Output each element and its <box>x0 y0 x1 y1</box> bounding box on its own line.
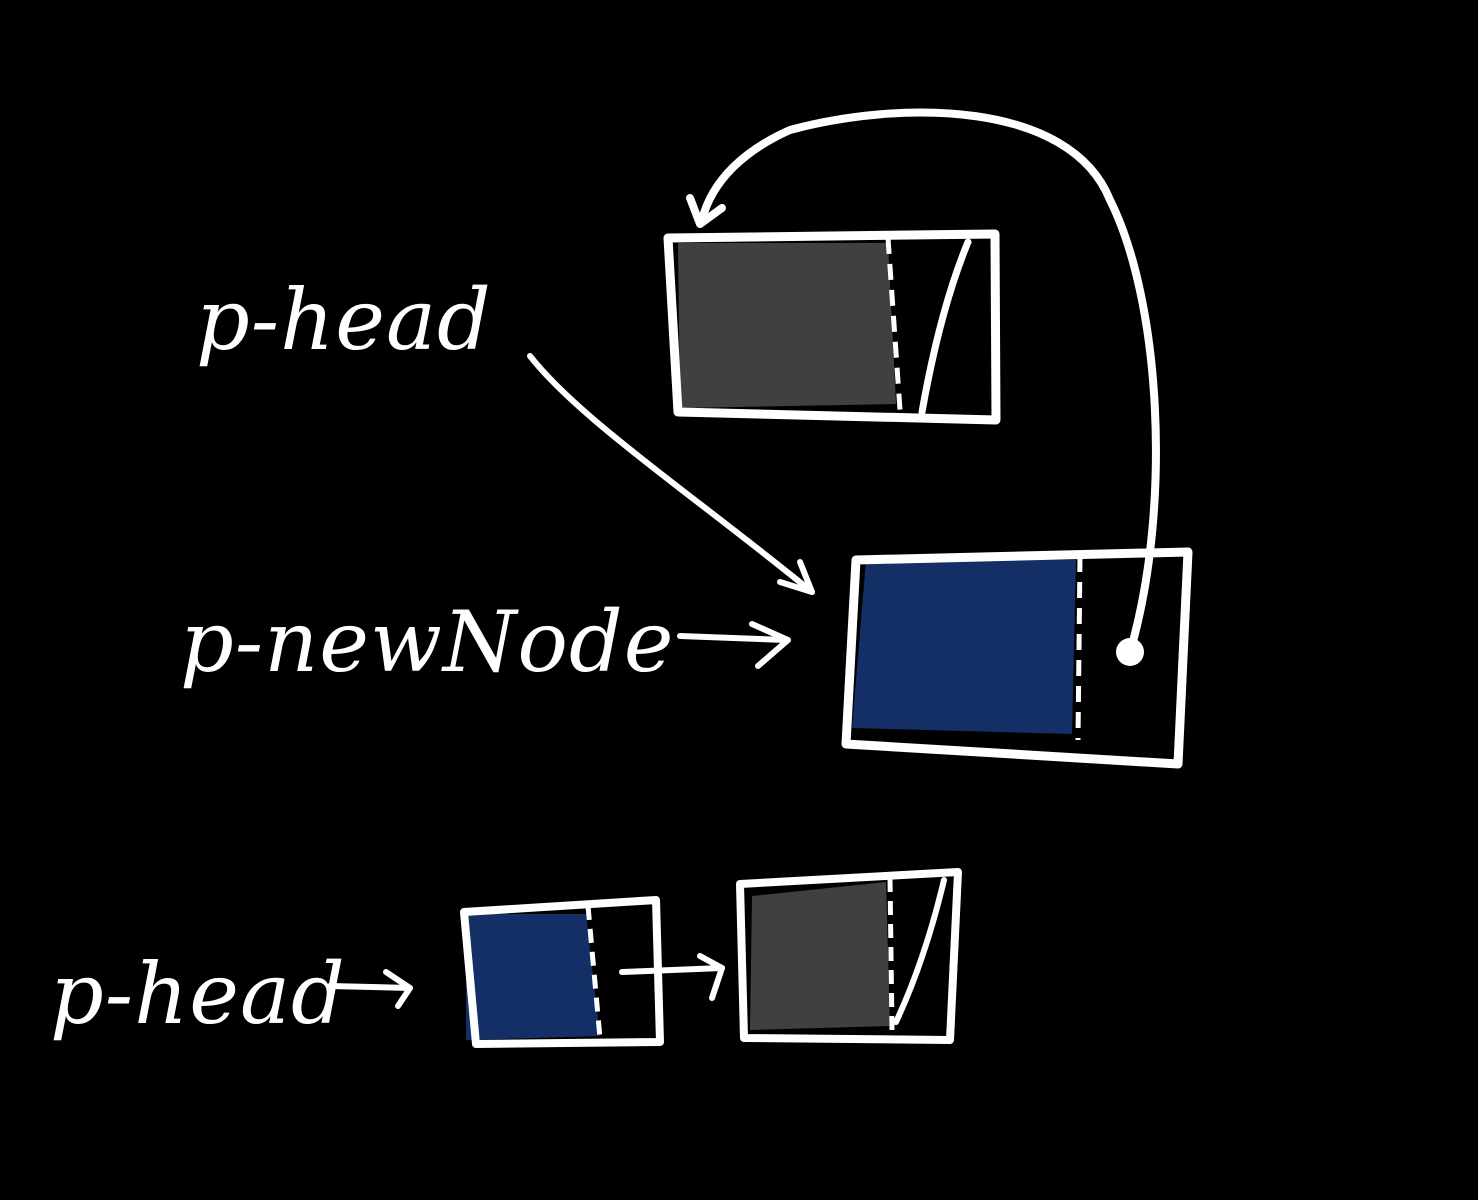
new-node-next-pointer-dot <box>1116 638 1144 666</box>
new-node-pointer-line <box>677 633 789 643</box>
head-pointer-label-bottom: p-head <box>50 945 346 1043</box>
head-to-new-node-arrow <box>527 353 815 595</box>
new-node-pointer-arrow <box>677 621 791 669</box>
old-head-node-null-slash <box>918 238 972 416</box>
new-node-pointer-arrowhead <box>749 621 791 669</box>
old-head-node-data-fill <box>678 243 896 408</box>
next-pointer-arrowhead <box>686 194 726 228</box>
old-head-node <box>663 229 1001 425</box>
old-head-node-divider <box>885 237 903 411</box>
list-node-2-null-slash <box>893 877 947 1025</box>
head-to-new-node-arrowhead <box>777 559 815 595</box>
old-head-node-border <box>663 229 1001 425</box>
list-node-1-border <box>460 896 664 1048</box>
list-node-2-border <box>736 868 962 1044</box>
new-node <box>841 547 1193 769</box>
list-node-1-data-fill <box>466 914 600 1040</box>
list-node-1 <box>460 896 664 1048</box>
list-link-arrow <box>619 953 725 1001</box>
list-link-arrowhead <box>697 953 725 1001</box>
new-node-data-fill <box>852 560 1076 734</box>
head-pointer-line-bottom <box>327 983 413 991</box>
head-to-new-node-line <box>527 353 815 595</box>
next-pointer-curve <box>698 108 1160 649</box>
head-pointer-arrowhead-bottom <box>383 969 413 1009</box>
new-node-divider <box>1075 555 1083 741</box>
next-pointer-arrow <box>686 108 1160 649</box>
new-node-border <box>841 547 1193 769</box>
list-node-2-divider <box>887 877 895 1031</box>
list-node-2 <box>736 868 962 1044</box>
head-pointer-label-top: p-head <box>196 271 492 369</box>
new-node-pointer-label: p-newNode <box>180 593 675 691</box>
list-node-2-data-fill <box>750 882 890 1030</box>
list-link-line <box>619 965 725 975</box>
head-pointer-arrow-bottom <box>327 969 413 1009</box>
